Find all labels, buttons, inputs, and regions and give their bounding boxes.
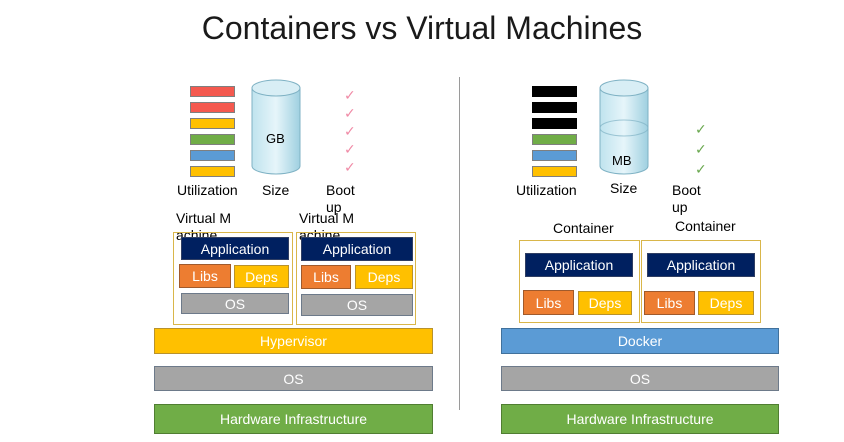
utilization-bar-yellow [190, 166, 235, 177]
check-icon: ✓ [695, 121, 707, 137]
host-os-layer: OS [501, 366, 779, 391]
utilization-bar-red [190, 86, 235, 97]
deps-block: Deps [355, 265, 413, 289]
vm-size-label: Size [262, 182, 290, 198]
application-block: Application [181, 237, 289, 260]
deps-block: Deps [578, 291, 632, 315]
utilization-bar-black [532, 118, 577, 129]
container-box: Application Libs Deps [641, 240, 761, 323]
container-label-2: Container [675, 218, 736, 234]
storage-cylinder-icon [251, 79, 301, 175]
utilization-bar-yellow [190, 118, 235, 129]
storage-cylinder-icon [599, 79, 649, 175]
utilization-bar-red [190, 102, 235, 113]
guest-os-block: OS [181, 293, 289, 314]
container-box: Application Libs Deps [519, 240, 640, 323]
host-os-layer: OS [154, 366, 433, 391]
container-boot-label: Boot up [672, 182, 701, 215]
check-icon: ✓ [695, 141, 707, 157]
section-divider [459, 77, 460, 410]
container-size-label: Size [610, 180, 638, 196]
utilization-bar-yellow [532, 166, 577, 177]
guest-os-block: OS [301, 294, 413, 316]
virtual-machine-box: Application Libs Deps OS [173, 232, 293, 325]
hardware-layer: Hardware Infrastructure [154, 404, 433, 434]
hypervisor-layer: Hypervisor [154, 328, 433, 354]
deps-block: Deps [698, 291, 754, 315]
vm-boot-label: Boot up [326, 182, 355, 215]
container-utilization-label: Utilization [516, 182, 577, 198]
vm-utilization-label: Utilization [177, 182, 238, 198]
container-label-1: Container [553, 220, 614, 236]
hardware-layer: Hardware Infrastructure [501, 404, 779, 434]
container-size-value: MB [612, 153, 632, 168]
utilization-bar-blue [532, 150, 577, 161]
application-block: Application [301, 237, 413, 261]
deps-block: Deps [234, 265, 289, 288]
check-icon: ✓ [695, 161, 707, 177]
check-icon: ✓ [344, 87, 356, 103]
virtual-machine-box: Application Libs Deps OS [296, 232, 416, 325]
utilization-bar-green [532, 134, 577, 145]
utilization-bar-black [532, 86, 577, 97]
page-title: Containers vs Virtual Machines [201, 10, 643, 46]
check-icon: ✓ [344, 141, 356, 157]
libs-block: Libs [644, 291, 695, 315]
application-block: Application [525, 253, 633, 277]
libs-block: Libs [301, 265, 351, 289]
check-icon: ✓ [344, 123, 356, 139]
vm-size-value: GB [266, 131, 285, 146]
libs-block: Libs [179, 264, 231, 288]
application-block: Application [647, 253, 755, 277]
check-icon: ✓ [344, 159, 356, 175]
docker-layer: Docker [501, 328, 779, 354]
check-icon: ✓ [344, 105, 356, 121]
utilization-bar-blue [190, 150, 235, 161]
utilization-bar-green [190, 134, 235, 145]
utilization-bar-black [532, 102, 577, 113]
libs-block: Libs [523, 290, 574, 315]
